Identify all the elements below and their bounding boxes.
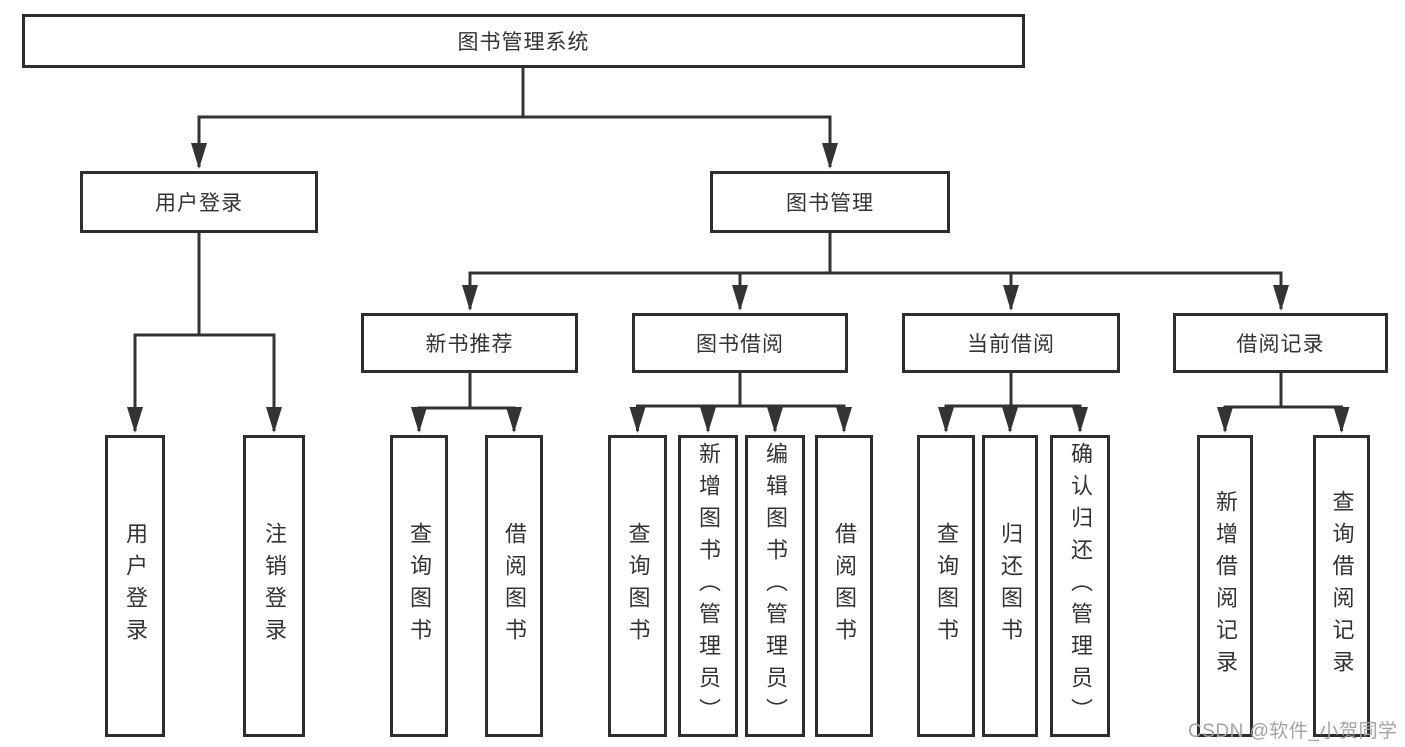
leaf-label: 查询图书 [934, 522, 959, 650]
leaf-query-book: 查询图书 [917, 435, 975, 737]
node-user-login: 用户登录 [80, 171, 318, 233]
node-current-borrow: 当前借阅 [902, 313, 1120, 373]
node-label: 用户登录 [155, 192, 243, 215]
leaf-add-book-admin: 新增图书（管理员） [678, 435, 738, 737]
leaf-label: 借阅图书 [502, 522, 527, 650]
csdn-watermark: CSDN @软件_小贺同学 [1188, 721, 1398, 742]
leaf-return-book: 归还图书 [982, 435, 1038, 737]
leaf-confirm-return-admin: 确认归还（管理员） [1050, 435, 1110, 737]
leaf-add-borrow-record: 新增借阅记录 [1197, 435, 1253, 737]
leaf-label: 查询图书 [407, 522, 432, 650]
leaf-logout: 注销登录 [243, 435, 305, 737]
leaf-label: 借阅图书 [832, 522, 857, 650]
node-root-system: 图书管理系统 [22, 14, 1025, 68]
node-label: 图书借阅 [696, 333, 784, 356]
leaf-query-book: 查询图书 [390, 435, 448, 737]
node-book-borrow: 图书借阅 [632, 313, 848, 373]
leaf-label: 归还图书 [998, 522, 1023, 650]
leaf-label: 查询借阅记录 [1329, 490, 1355, 682]
node-label: 借阅记录 [1236, 333, 1325, 356]
node-book-management: 图书管理 [710, 171, 950, 233]
node-label: 新书推荐 [425, 333, 514, 356]
leaf-label: 新增借阅记录 [1213, 490, 1238, 682]
leaf-borrow-book: 借阅图书 [485, 435, 543, 737]
leaf-label: 新增图书（管理员） [696, 442, 721, 730]
node-borrow-record: 借阅记录 [1173, 313, 1388, 373]
leaf-query-book: 查询图书 [608, 435, 667, 737]
leaf-query-borrow-record: 查询借阅记录 [1313, 435, 1370, 737]
leaf-label: 注销登录 [262, 522, 287, 650]
leaf-label: 用户登录 [123, 522, 148, 650]
leaf-user-login: 用户登录 [105, 435, 165, 737]
node-label: 图书管理系统 [457, 31, 590, 54]
leaf-label: 确认归还（管理员） [1068, 442, 1093, 730]
leaf-borrow-book: 借阅图书 [815, 435, 873, 737]
leaf-edit-book-admin: 编辑图书（管理员） [745, 435, 805, 737]
node-label: 当前借阅 [967, 333, 1055, 356]
node-label: 图书管理 [786, 192, 874, 215]
leaf-label: 查询图书 [625, 522, 651, 650]
node-new-book-recommend: 新书推荐 [361, 313, 578, 373]
leaf-label: 编辑图书（管理员） [763, 442, 788, 730]
